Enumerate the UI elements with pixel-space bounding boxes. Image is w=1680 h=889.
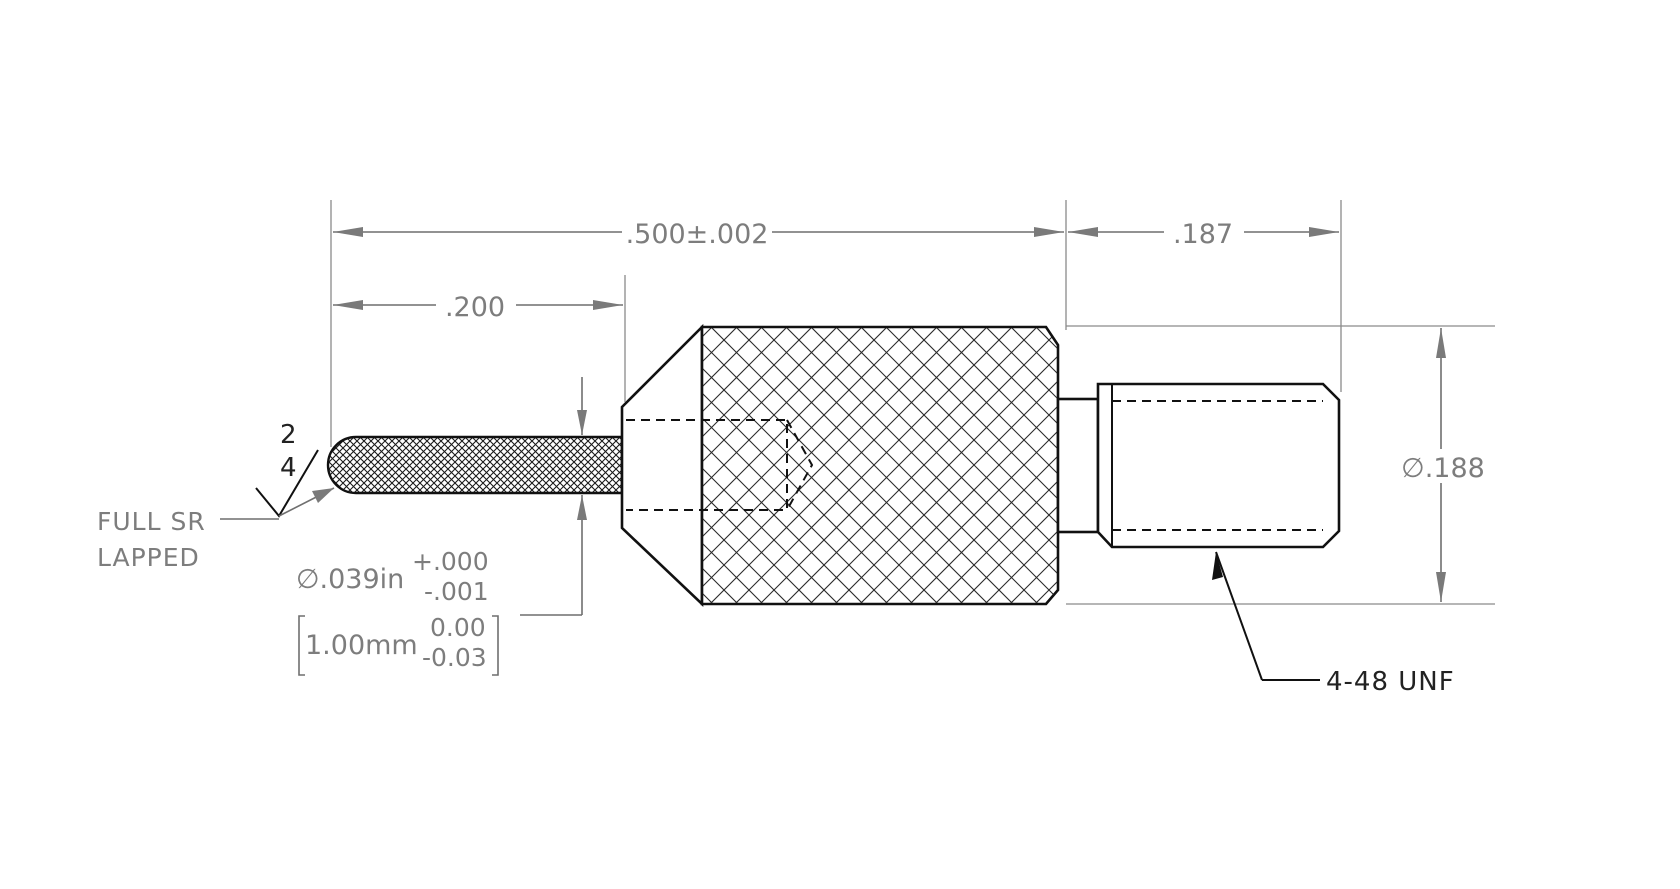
surface-finish-upper: 2 (280, 420, 297, 450)
thread-neck (1056, 397, 1100, 534)
stylus-length-label: .200 (445, 292, 505, 323)
dimension-overall-length: .500±.002 (330, 200, 1067, 447)
surface-note-line1: FULL SR (97, 507, 206, 536)
tip-tolerance-lower: -.001 (424, 577, 489, 606)
knurled-body (700, 325, 1060, 606)
tip-diameter-metric-label: 1.00mm (305, 630, 418, 661)
hidden-drill-point (786, 419, 814, 511)
threaded-stud (1096, 382, 1341, 549)
surface-note-line2: LAPPED (97, 543, 200, 572)
overall-length-label: .500±.002 (626, 219, 769, 250)
body-chamfer (620, 323, 704, 608)
dimension-tip-diameter: ∅.039in +.000 -.001 1.00mm 0.00 -0.03 (296, 377, 587, 676)
thread-length-label: .187 (1173, 219, 1233, 250)
tip-metric-lower: -0.03 (422, 643, 487, 672)
knurl-pattern (702, 327, 1058, 604)
hidden-bore (626, 419, 788, 511)
tip-tolerance-upper: +.000 (412, 547, 489, 576)
dimension-stylus-length: .200 (333, 275, 626, 402)
body-diameter-label: ∅.188 (1401, 453, 1485, 484)
dimension-body-diameter: ∅.188 (1066, 325, 1495, 605)
thread-callout: 4-48 UNF (1212, 551, 1455, 697)
surface-finish-callout: 2 4 FULL SR LAPPED (97, 420, 335, 572)
tip-diameter-inch-label: ∅.039in (296, 564, 404, 595)
dimension-thread-length: .187 (1068, 200, 1342, 392)
surface-finish-lower: 4 (280, 453, 297, 483)
stylus-part (326, 323, 1341, 608)
stylus-shank (326, 435, 624, 495)
thread-callout-label: 4-48 UNF (1326, 667, 1455, 697)
tip-metric-upper: 0.00 (430, 613, 486, 642)
